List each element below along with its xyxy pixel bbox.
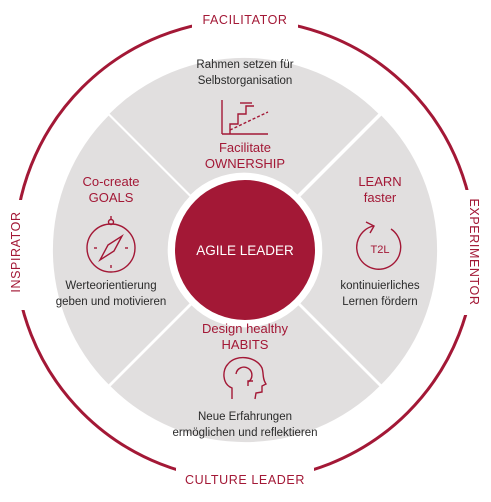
compass-icon: [86, 216, 136, 273]
center-label: AGILE LEADER: [196, 243, 294, 258]
right-icon-label: T2L: [371, 244, 390, 256]
bottom-description-line-2: ermöglichen und reflektieren: [172, 427, 317, 439]
left-description-line-2: geben und motivieren: [56, 296, 167, 308]
bottom-title-line-1: Design healthy: [202, 321, 288, 336]
ring-label-mask-right: [460, 190, 489, 315]
segment-right: [300, 115, 438, 385]
top-title-line-2: OWNERSHIP: [205, 156, 285, 171]
top-description-line-1: Rahmen setzen für: [196, 59, 293, 71]
bottom-description-line-1: Neue Erfahrungen: [198, 411, 292, 423]
segment-top: [109, 57, 379, 195]
ring-label-bottom: CULTURE LEADER: [185, 473, 305, 487]
left-description-line-1: Werteorientierung: [65, 280, 156, 292]
ring-label-mask-bottom: [176, 468, 314, 492]
right-title-line-2: faster: [364, 190, 397, 205]
ring-label-top: FACILITATOR: [202, 13, 287, 27]
center-circle: [175, 180, 315, 320]
top-description-line-2: Selbstorganisation: [198, 75, 293, 87]
ring-label-left: INSPIRATOR: [9, 211, 23, 292]
bottom-title-line-2: HABITS: [222, 337, 269, 352]
ring-label-right: EXPERIMENTOR: [467, 199, 481, 306]
stairs-chart-icon: [221, 100, 269, 135]
top-title-line-1: Facilitate: [219, 140, 271, 155]
cycle-icon: [356, 221, 402, 270]
right-description-line-2: Lernen fördern: [342, 296, 417, 308]
head-cycle-icon: [223, 357, 268, 400]
ring-label-mask-top: [192, 9, 298, 31]
segment-left: [52, 115, 190, 385]
ring-label-mask-left: [2, 200, 30, 310]
right-title-line-1: LEARN: [358, 174, 401, 189]
left-title-line-2: GOALS: [89, 190, 134, 205]
right-description-line-1: kontinuierliches: [340, 280, 420, 292]
left-title-line-1: Co-create: [82, 174, 139, 189]
segment-bottom: [110, 305, 380, 443]
segment-ring: [52, 57, 438, 443]
